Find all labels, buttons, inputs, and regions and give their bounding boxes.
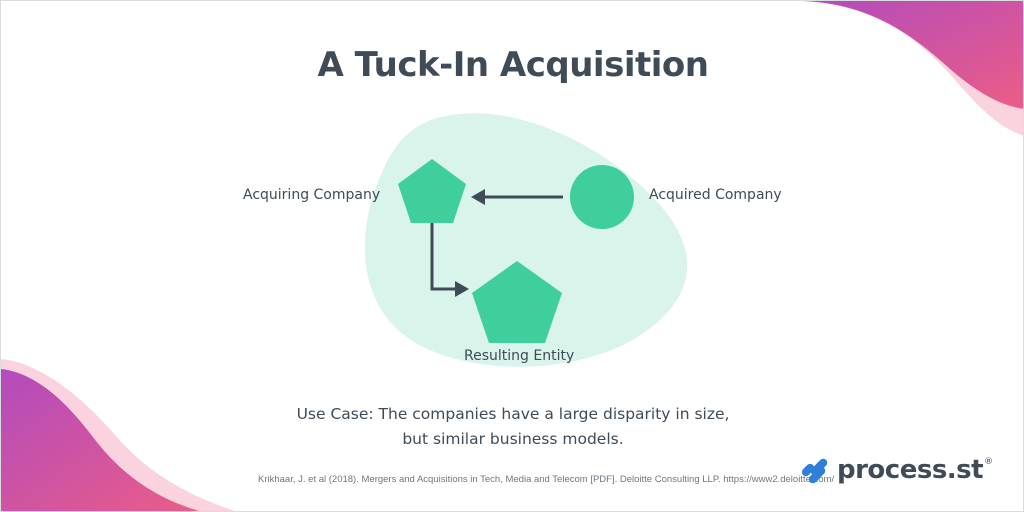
bottom-left-wave: [1, 369, 200, 511]
acquiring-company-pentagon: [398, 159, 466, 223]
citation: Krikhaar, J. et al (2018). Mergers and A…: [258, 474, 835, 485]
acquiring-company-label: Acquiring Company: [243, 187, 381, 203]
resulting-entity-label: Resulting Entity: [464, 348, 575, 364]
process-street-logo-icon: [801, 458, 828, 484]
use-case-line-1: Use Case: The companies have a large dis…: [296, 405, 730, 423]
process-street-logo[interactable]: process.st ®: [799, 453, 993, 487]
resulting-entity-pentagon: [472, 261, 562, 343]
merge-arrow-line: [430, 223, 459, 291]
acquired-company-circle: [570, 165, 634, 229]
use-case-line-2: but similar business models.: [402, 430, 624, 448]
use-case-text: Use Case: The companies have a large dis…: [1, 402, 1023, 452]
top-right-wave: [801, 1, 1023, 109]
logo-text: process.st: [837, 455, 984, 485]
acquired-company-label: Acquired Company: [649, 187, 782, 203]
page-title: A Tuck-In Acquisition: [317, 45, 709, 85]
registered-mark: ®: [984, 457, 994, 467]
acquire-arrow-head: [471, 189, 485, 205]
merge-arrow-head: [455, 281, 469, 297]
